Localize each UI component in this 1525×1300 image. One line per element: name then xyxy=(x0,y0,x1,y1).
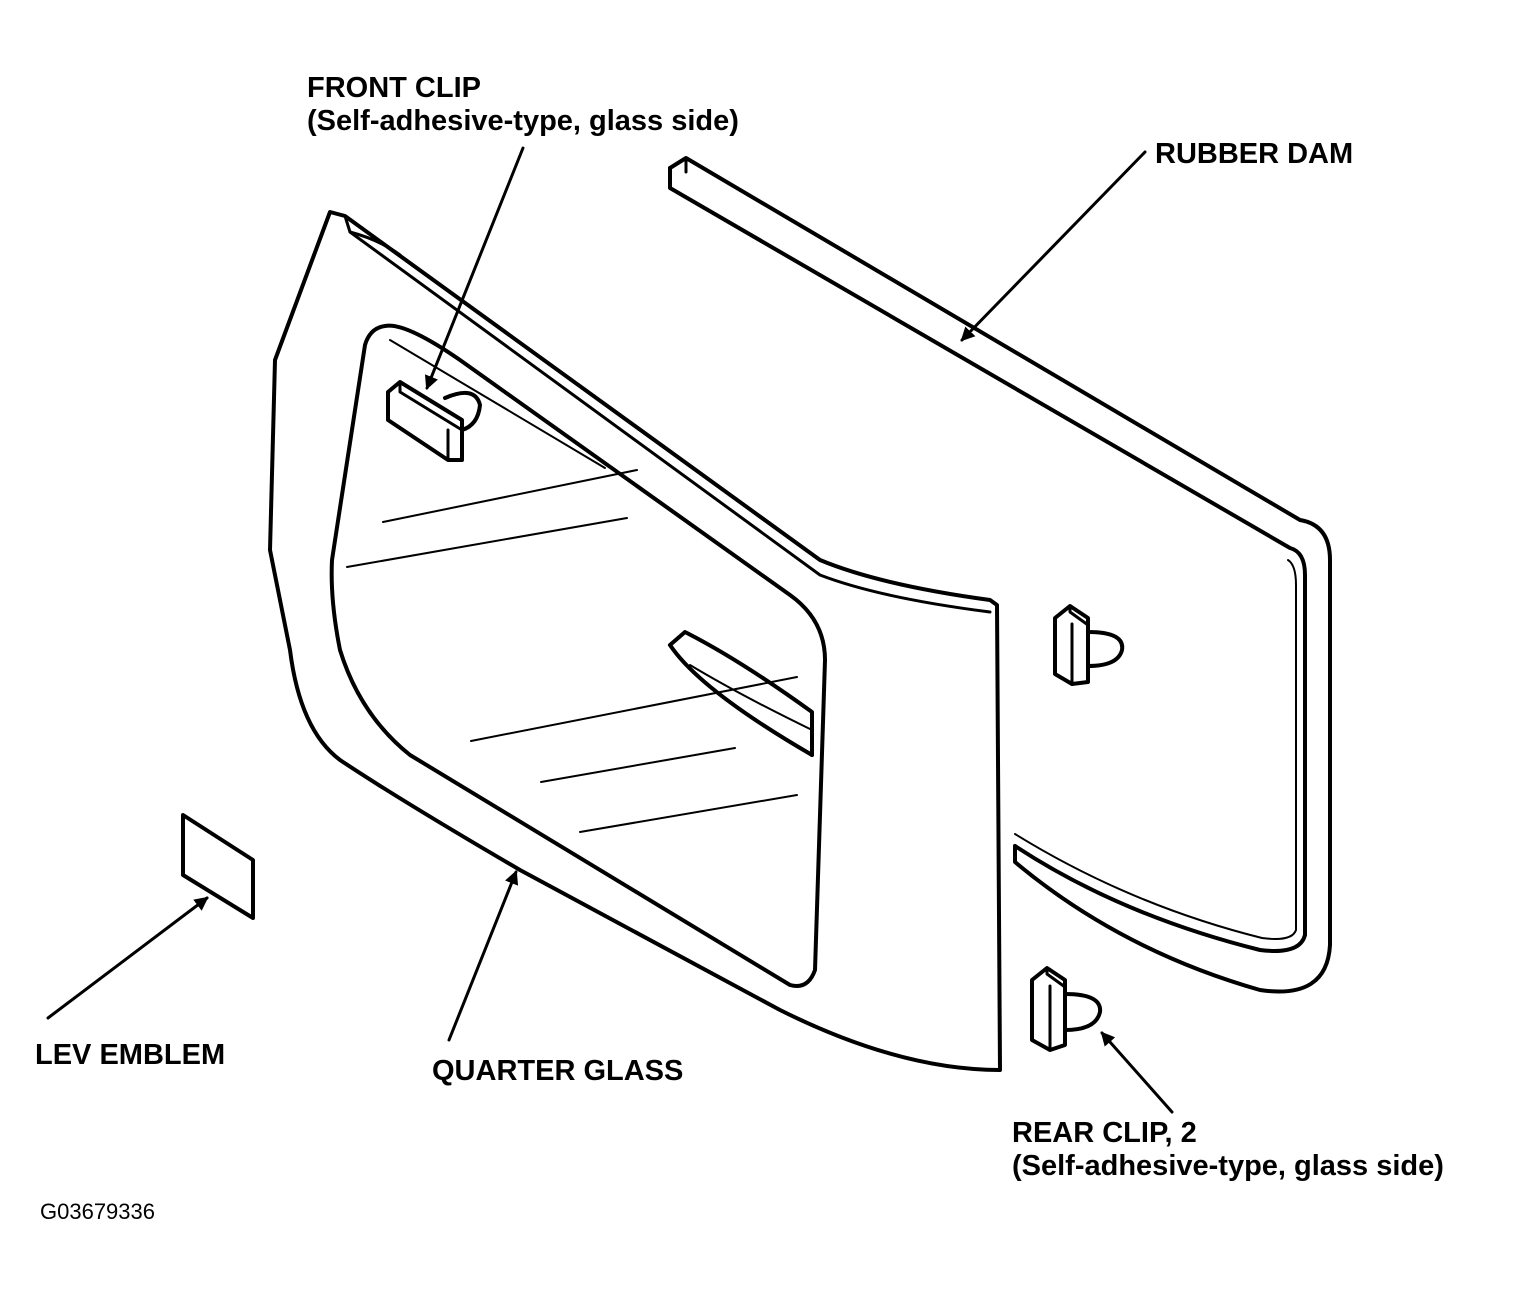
figure-id: G03679336 xyxy=(40,1199,155,1224)
leader-arrows xyxy=(46,146,1174,1114)
rubber-dam-arrow xyxy=(960,150,1147,342)
rubber-dam-part xyxy=(668,156,1332,994)
front-clip-label: FRONT CLIP xyxy=(307,72,481,104)
rubber-dam-label: RUBBER DAM xyxy=(1155,138,1353,170)
quarter-glass-part xyxy=(268,210,1002,1072)
rear-clip-upper-part xyxy=(1053,604,1125,686)
rear-clip-arrow xyxy=(1100,1031,1174,1114)
front-clip-sublabel: (Self-adhesive-type, glass side) xyxy=(307,105,739,137)
rear-clip-label: REAR CLIP, 2 xyxy=(1012,1117,1197,1149)
front-clip-arrow xyxy=(424,146,525,390)
quarter-glass-label: QUARTER GLASS xyxy=(432,1055,683,1087)
rear-clip-sublabel: (Self-adhesive-type, glass side) xyxy=(1012,1150,1444,1182)
rear-clip-lower-part xyxy=(1030,966,1103,1052)
lev-emblem-part xyxy=(181,813,255,920)
front-clip-part xyxy=(386,380,482,462)
quarter-glass-arrow xyxy=(447,870,519,1042)
lev-emblem-label: LEV EMBLEM xyxy=(35,1039,225,1071)
lev-emblem-arrow xyxy=(46,896,209,1020)
